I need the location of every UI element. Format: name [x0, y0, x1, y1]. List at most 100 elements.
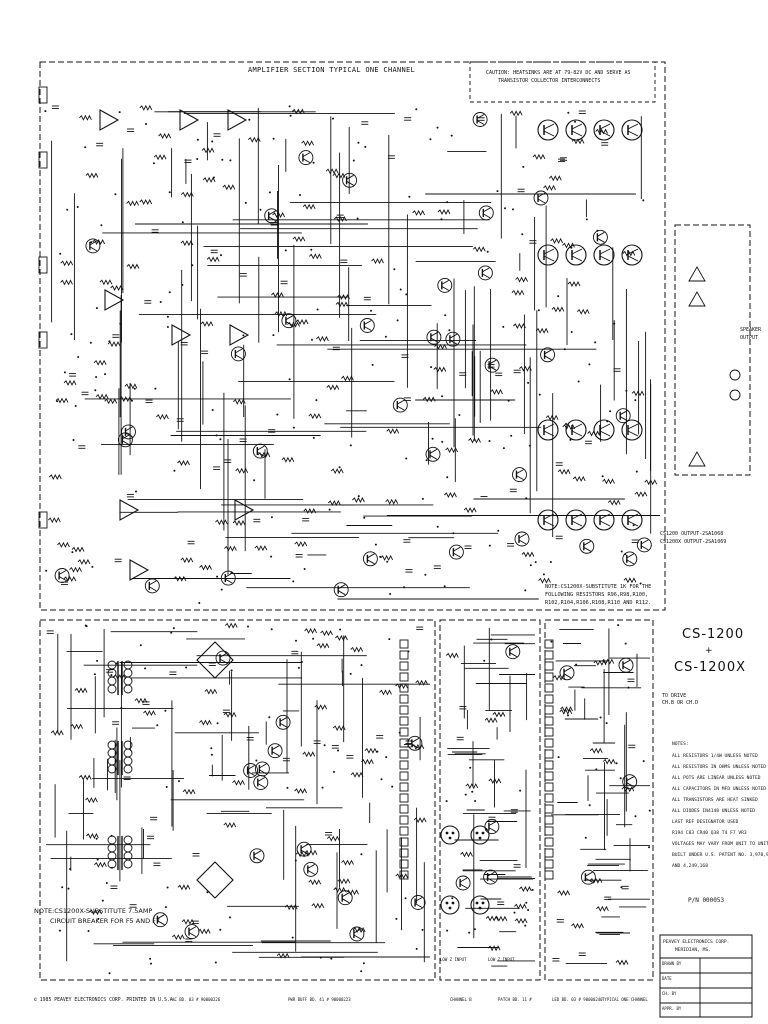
junction-dot: [311, 338, 313, 341]
junction-dot: [242, 334, 245, 337]
junction-dot: [363, 516, 366, 519]
op-amp-symbol: [229, 324, 250, 346]
junction-dot: [219, 438, 222, 441]
caution-note-line-2: TRANSISTOR COLLECTOR INTERCONNECTS: [498, 78, 601, 84]
junction-dot: [450, 134, 453, 137]
resistor-symbol: [308, 253, 322, 260]
connector-pin: [399, 782, 409, 792]
junction-dot: [570, 331, 573, 333]
connector-pin: [544, 859, 554, 869]
junction-dot: [229, 159, 232, 162]
resistor-symbol: [509, 110, 523, 117]
connector-pin: [544, 793, 554, 803]
junction-dot: [216, 722, 219, 725]
resistor-symbol: [156, 413, 169, 420]
junction-dot: [69, 868, 72, 870]
junction-dot: [575, 663, 578, 666]
junction-dot: [563, 348, 566, 351]
junction-dot: [71, 551, 74, 554]
junction-dot: [164, 906, 167, 909]
junction-dot: [393, 268, 396, 271]
junction-dot: [488, 544, 491, 547]
connector-pin: [399, 661, 409, 671]
junction-dot: [362, 962, 365, 965]
bridge-rectifier-symbol: [196, 861, 234, 899]
resistor-symbol: [232, 779, 245, 786]
resistor-symbol: [589, 877, 603, 884]
junction-dot: [441, 395, 443, 398]
junction-dot: [339, 628, 342, 631]
model-name-1: CS-1200: [682, 627, 745, 642]
transistor-symbol: [275, 714, 291, 730]
junction-dot: [168, 291, 171, 294]
transformer-coil-symbol: [107, 684, 117, 694]
junction-dot: [44, 110, 47, 113]
junction-dot: [286, 786, 289, 789]
resistor-symbol: [326, 384, 340, 391]
junction-dot: [538, 393, 541, 396]
junction-dot: [502, 447, 505, 450]
junction-dot: [577, 380, 580, 383]
op-amp-symbol: [227, 109, 248, 131]
copyright-footer: © 1985 PEAVEY ELECTRONICS CORP. PRINTED …: [34, 998, 176, 1003]
output-transistor-symbol: [621, 509, 643, 531]
resistor-symbol: [224, 622, 238, 629]
junction-dot: [299, 194, 301, 196]
transistor-symbol: [483, 869, 499, 885]
junction-dot: [215, 434, 218, 437]
junction-dot: [96, 858, 99, 861]
resistor-symbol: [311, 902, 325, 909]
junction-dot: [206, 891, 209, 894]
junction-dot: [145, 123, 147, 125]
junction-dot: [191, 264, 194, 267]
board-label: TYPICAL ONE CHANNEL: [602, 997, 648, 1002]
resistor-symbol: [465, 783, 479, 790]
resistor-symbol: [158, 132, 172, 140]
transistor-symbol: [622, 774, 638, 790]
connector-pin: [399, 650, 409, 660]
junction-dot: [415, 947, 418, 950]
junction-dot: [624, 553, 627, 556]
junction-dot: [388, 638, 391, 641]
resistor-symbol: [514, 903, 527, 910]
resistor-symbol: [95, 393, 109, 400]
board-label: AC BD. 03 # 90000226: [172, 997, 221, 1002]
transistor-symbol: [303, 861, 319, 877]
junction-dot: [95, 307, 98, 310]
op-amp-symbol: [129, 559, 150, 581]
resistor-symbol: [380, 554, 394, 561]
resistor-symbol: [352, 496, 365, 504]
junction-dot: [333, 770, 335, 773]
transistor-symbol: [512, 467, 527, 483]
junction-dot: [63, 371, 66, 374]
junction-dot: [522, 165, 525, 168]
input-jack-symbol: [38, 256, 48, 274]
transistor-symbol: [445, 331, 461, 347]
connector-pin: [399, 848, 409, 858]
resistor-symbol: [511, 289, 525, 296]
junction-dot: [210, 747, 213, 750]
junction-dot: [648, 846, 651, 849]
junction-dot: [371, 363, 374, 366]
junction-dot: [415, 108, 418, 111]
connector-pin: [399, 804, 409, 814]
notes-line: BUILT UNDER U.S. PATENT NO. 3,970,953: [672, 853, 768, 858]
resistor-symbol: [284, 904, 298, 911]
resistor-symbol: [153, 154, 167, 161]
connector-pin: [544, 804, 554, 814]
junction-dot: [70, 333, 73, 336]
resistor-symbol: [173, 575, 187, 582]
junction-dot: [389, 593, 392, 595]
junction-dot: [104, 373, 106, 376]
junction-dot: [244, 201, 247, 204]
resistor-symbol: [332, 725, 346, 732]
resistor-symbol: [371, 258, 384, 265]
junction-dot: [300, 661, 303, 663]
title-block-company: PEAVEY ELECTRONICS CORP.: [663, 940, 730, 945]
junction-dot: [77, 356, 80, 358]
resistor-symbol: [335, 301, 349, 308]
thermal-sensor-symbol: [688, 266, 706, 282]
resistor-symbol: [60, 279, 73, 286]
output-transistor-symbol: [565, 509, 587, 531]
resistor-symbol: [104, 398, 118, 405]
